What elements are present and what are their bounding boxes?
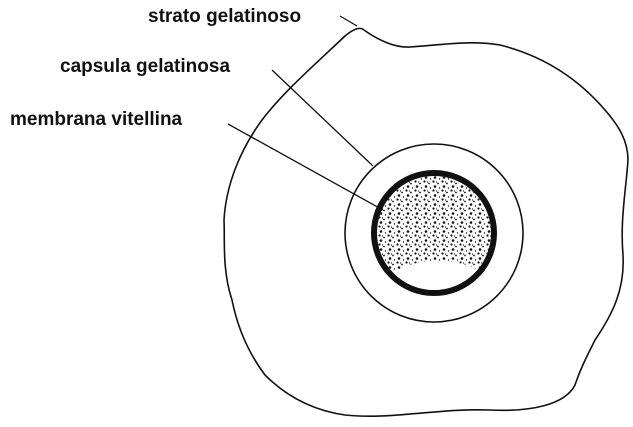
label-membrana-vitellina: membrana vitellina: [10, 109, 183, 130]
label-strato-gelatinoso: strato gelatinoso: [148, 6, 301, 27]
leader-capsula-gelatinosa: [272, 70, 373, 166]
leader-membrana-vitellina: [228, 124, 383, 210]
label-capsula-gelatinosa: capsula gelatinosa: [60, 56, 230, 77]
leader-strato-gelatinoso: [340, 16, 357, 26]
